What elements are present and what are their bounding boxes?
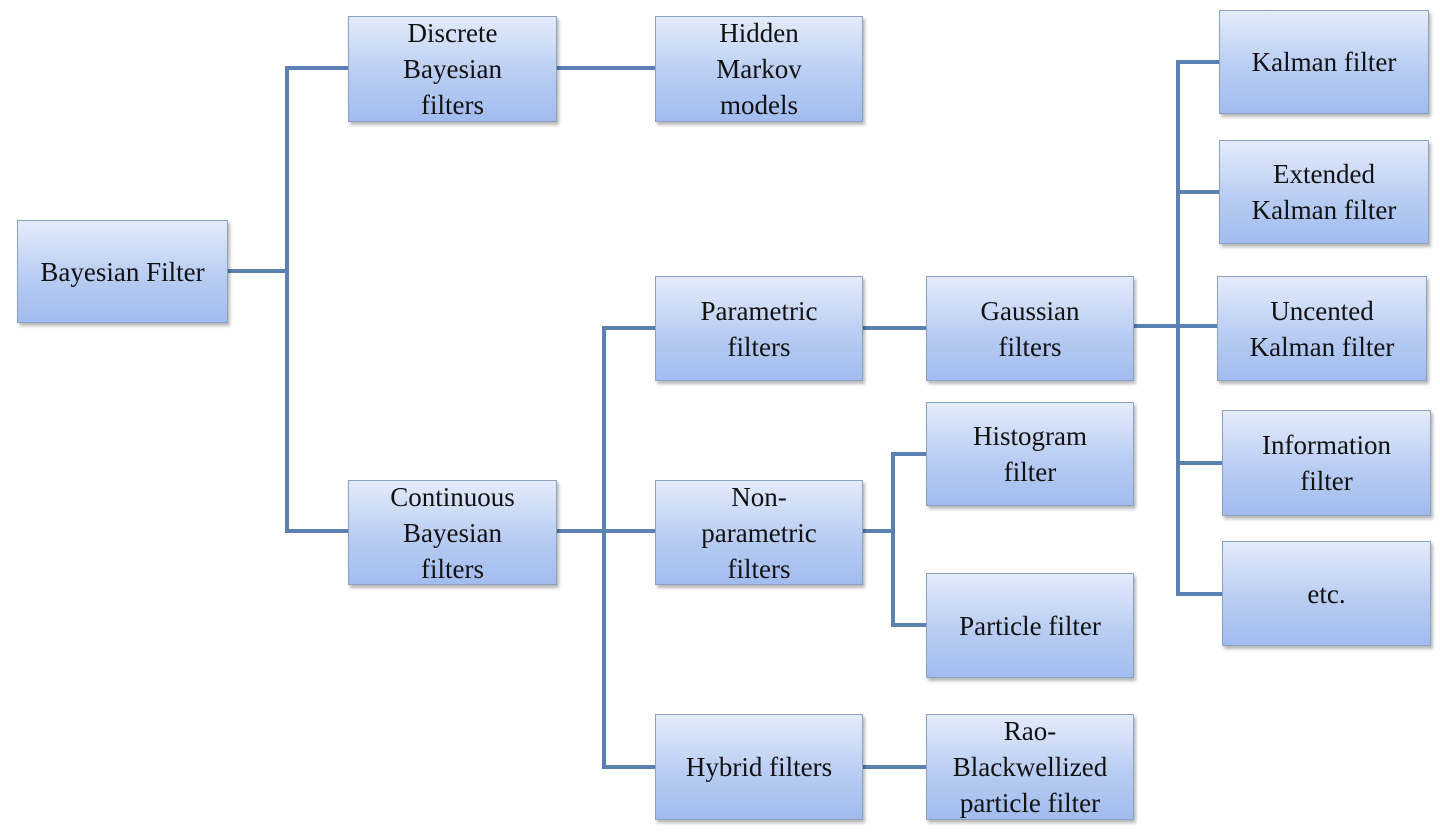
node-kalman-filter: Kalman filter: [1219, 10, 1429, 114]
node-discrete-bayesian-filters: Discrete Bayesian filters: [348, 16, 557, 122]
edge-continuous-to-parametric: [602, 326, 655, 531]
node-etc: etc.: [1222, 541, 1431, 646]
node-continuous-bayesian-filters: Continuous Bayesian filters: [348, 480, 557, 585]
node-hybrid-filters: Hybrid filters: [655, 714, 863, 820]
edge-nonparametric-to-histogram: [863, 452, 926, 533]
edge-root-to-continuous: [285, 271, 348, 533]
node-bayesian-filter: Bayesian Filter: [17, 220, 228, 323]
node-nonparametric-filters: Non- parametric filters: [655, 480, 863, 585]
edge-nonparametric-to-particle: [891, 531, 926, 627]
node-rao-blackwellized-particle-filter: Rao- Blackwellized particle filter: [926, 714, 1134, 820]
node-hidden-markov-models: Hidden Markov models: [655, 16, 863, 122]
node-histogram-filter: Histogram filter: [926, 402, 1134, 506]
node-gaussian-filters: Gaussian filters: [926, 276, 1134, 381]
edge-continuous-to-hybrid: [602, 531, 655, 769]
node-information-filter: Information filter: [1222, 410, 1431, 516]
edge-gaussian-to-kalman: [1176, 60, 1219, 326]
node-particle-filter: Particle filter: [926, 573, 1134, 678]
edge-gaussian-to-information: [1176, 326, 1222, 465]
edge-gaussian-to-etc: [1176, 463, 1222, 596]
edge-root-to-discrete: [228, 66, 348, 273]
node-uncented-kalman-filter: Uncented Kalman filter: [1217, 276, 1427, 381]
node-parametric-filters: Parametric filters: [655, 276, 863, 381]
node-extended-kalman-filter: Extended Kalman filter: [1219, 140, 1429, 244]
